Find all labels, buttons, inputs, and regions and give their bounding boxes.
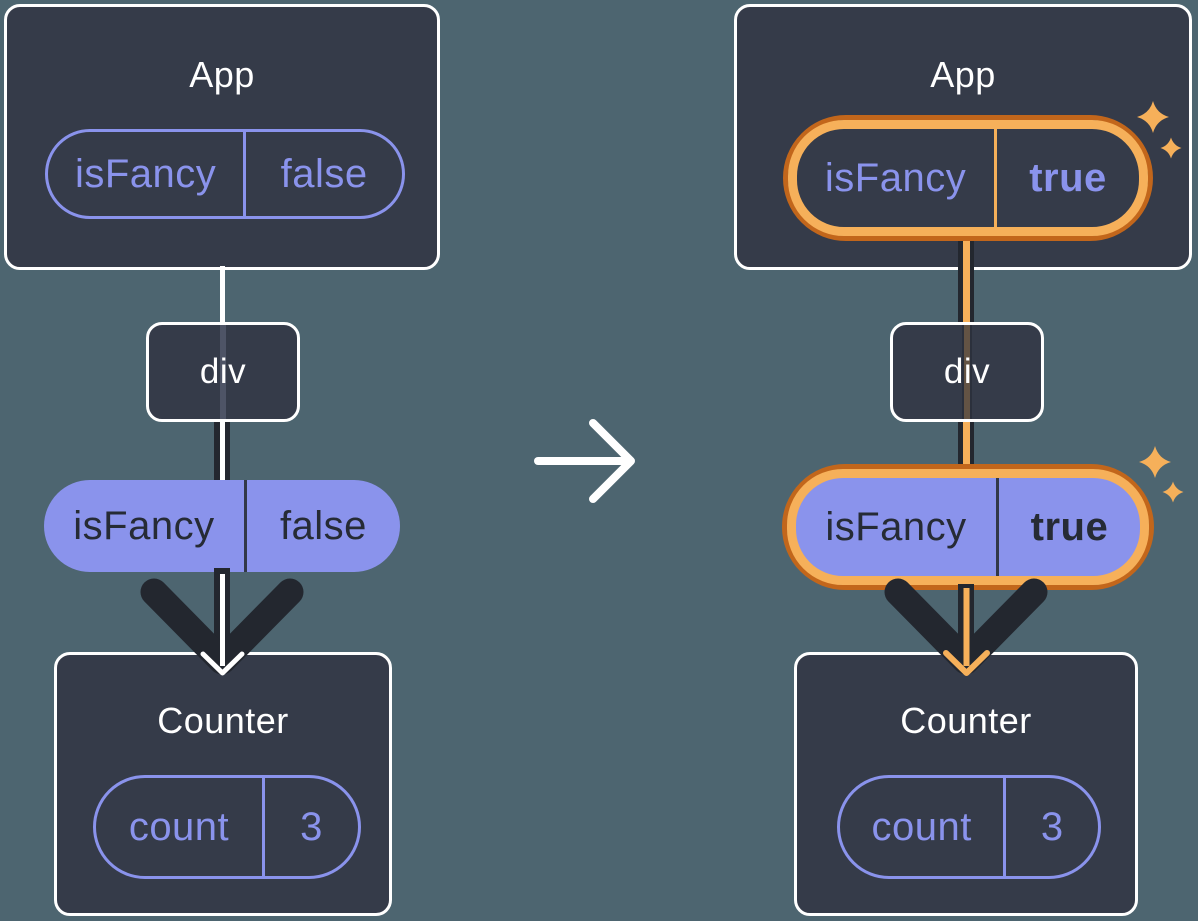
- counter-component-box-before: Counter count 3: [54, 652, 392, 916]
- pass-through-stripe: [220, 325, 226, 419]
- prop-name: isFancy: [44, 480, 247, 572]
- prop-flow-line-orange: [963, 420, 970, 484]
- prop-name: isFancy: [48, 132, 247, 216]
- passed-prop-pill-after: isFancy true: [787, 469, 1149, 585]
- prop-name: isFancy: [796, 478, 999, 576]
- component-title: Counter: [900, 700, 1032, 741]
- prop-flow-line-white: [220, 420, 225, 484]
- app-component-box-after: App isFancy true: [734, 4, 1192, 283]
- app-prop-pill-after: isFancy true: [788, 120, 1148, 236]
- prop-value: false: [279, 503, 367, 548]
- app-component-box-before: App isFancy false: [4, 4, 440, 270]
- prop-value: false: [280, 151, 368, 196]
- pass-through-stripe-orange: [964, 325, 970, 419]
- counter-component-box-after: Counter count 3: [794, 652, 1138, 916]
- prop-name: isFancy: [797, 129, 998, 227]
- prop-flow-line-orange: [963, 266, 970, 324]
- pass-through-stripe-dark: [962, 325, 972, 419]
- div-element-box-after: div: [890, 322, 1044, 422]
- state-name: count: [840, 778, 1007, 876]
- div-label: div: [943, 352, 991, 391]
- state-value: 3: [300, 804, 323, 849]
- prop-flow-line-orange: [963, 239, 970, 283]
- component-title: Counter: [157, 700, 289, 741]
- transition-arrow-icon: [534, 419, 635, 503]
- sparkle-icon: [1139, 446, 1184, 503]
- prop-value: true: [1030, 504, 1109, 549]
- connector-app-to-div-before: [220, 266, 225, 324]
- state-value: 3: [1040, 804, 1064, 849]
- div-element-box-before: div: [146, 322, 300, 422]
- state-name: count: [96, 778, 265, 876]
- app-prop-pill-after-highlight-ring: isFancy true: [783, 115, 1153, 241]
- counter-state-pill-before: count 3: [93, 775, 361, 879]
- passed-prop-pill-before: isFancy false: [44, 480, 400, 572]
- counter-state-pill-after: count 3: [837, 775, 1101, 879]
- app-prop-pill-before: isFancy false: [45, 129, 405, 219]
- div-label: div: [199, 352, 247, 391]
- prop-value: true: [1029, 155, 1107, 200]
- component-title: App: [930, 54, 996, 95]
- passed-prop-pill-after-highlight-ring: isFancy true: [782, 464, 1154, 590]
- component-title: App: [189, 54, 255, 95]
